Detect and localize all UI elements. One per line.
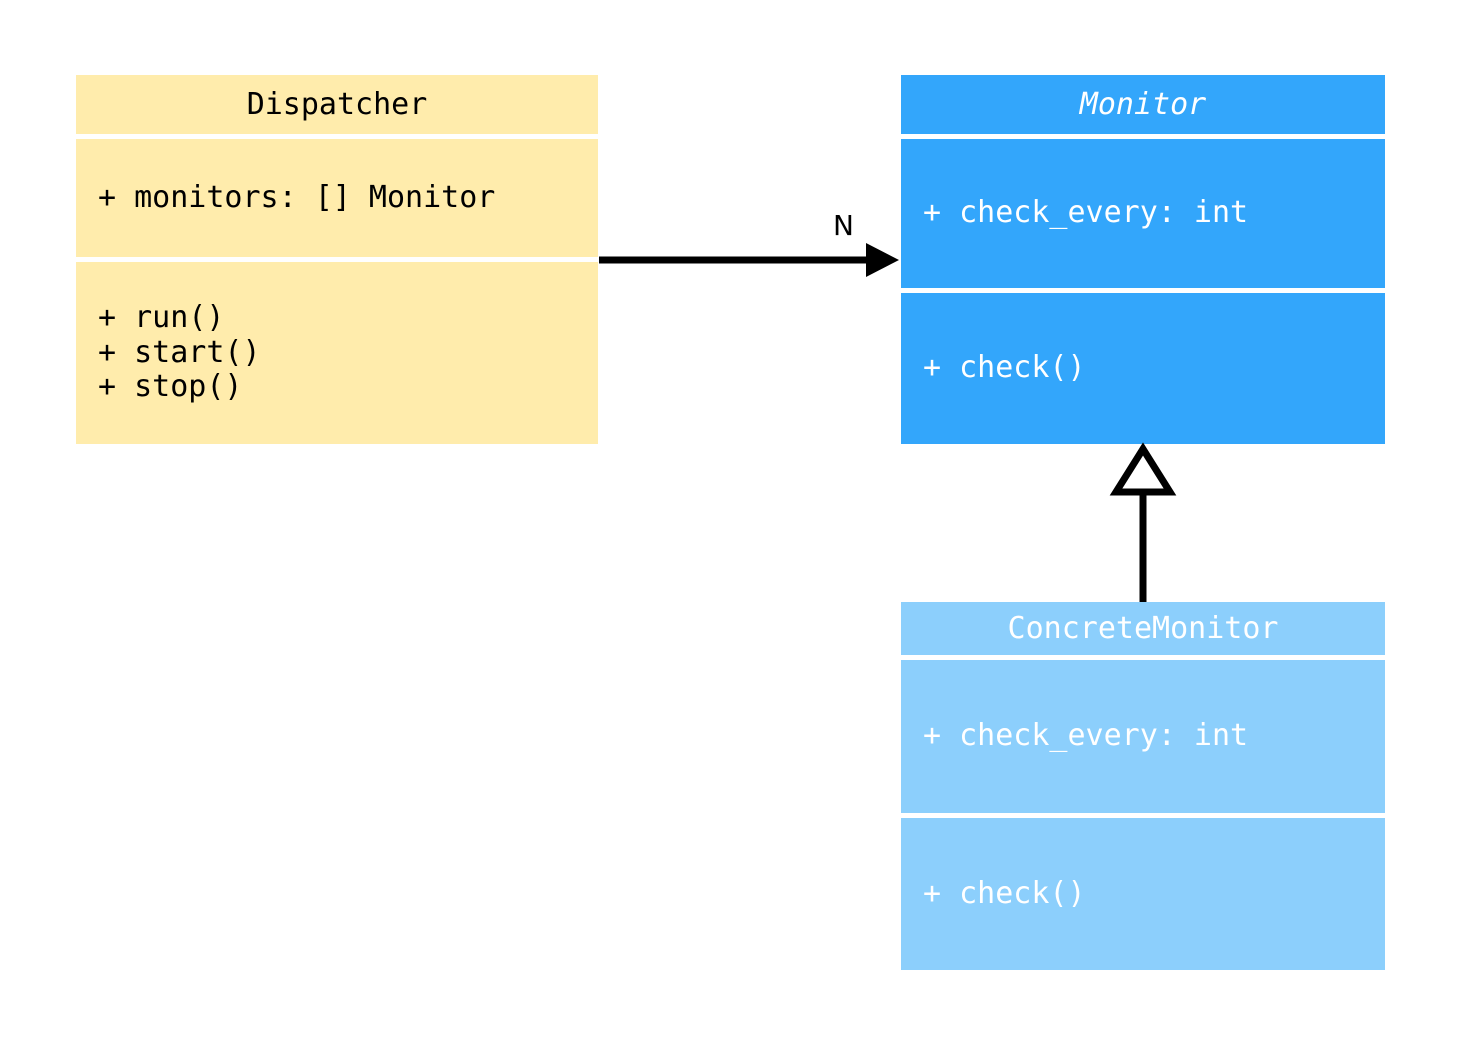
compartment-divider — [901, 134, 1385, 139]
methods-compartment-monitor: + check() — [901, 293, 1385, 444]
attribute-row: + check_every: int — [923, 718, 1249, 754]
method-row: + check() — [923, 875, 1086, 911]
methods-compartment-concrete-monitor: + check() — [901, 818, 1385, 970]
compartment-divider — [901, 288, 1385, 293]
method-row: + stop() — [98, 369, 243, 405]
attributes-compartment-monitor: + check_every: int — [901, 139, 1385, 288]
compartment-divider — [76, 134, 598, 139]
association-dispatcher-to-monitor — [599, 243, 899, 277]
attributes-compartment-concrete-monitor: + check_every: int — [901, 660, 1385, 813]
compartment-divider — [901, 813, 1385, 818]
compartment-divider — [901, 655, 1385, 660]
association-multiplicity-label: N — [833, 209, 854, 242]
method-row: + start() — [98, 334, 261, 370]
class-box-dispatcher[interactable]: Dispatcher + monitors: [] Monitor + run(… — [76, 75, 598, 444]
attribute-row: + check_every: int — [923, 195, 1249, 231]
attributes-compartment-dispatcher: + monitors: [] Monitor — [76, 139, 598, 257]
generalization-arrowhead-icon — [1109, 442, 1177, 496]
method-row: + check() — [923, 350, 1086, 386]
methods-compartment-dispatcher: + run() + start() + stop() — [76, 262, 598, 444]
compartment-divider — [76, 257, 598, 262]
association-arrowhead-icon — [866, 243, 899, 277]
class-box-monitor[interactable]: Monitor + check_every: int + check() — [901, 75, 1385, 444]
attribute-row: + monitors: [] Monitor — [98, 179, 496, 215]
class-box-concrete-monitor[interactable]: ConcreteMonitor + check_every: int + che… — [901, 602, 1385, 970]
method-row: + run() — [98, 300, 225, 336]
class-title-concrete-monitor: ConcreteMonitor — [901, 602, 1385, 655]
class-title-monitor: Monitor — [901, 75, 1385, 134]
class-title-dispatcher: Dispatcher — [76, 75, 598, 134]
generalization-concrete-monitor-to-monitor — [1109, 442, 1177, 602]
